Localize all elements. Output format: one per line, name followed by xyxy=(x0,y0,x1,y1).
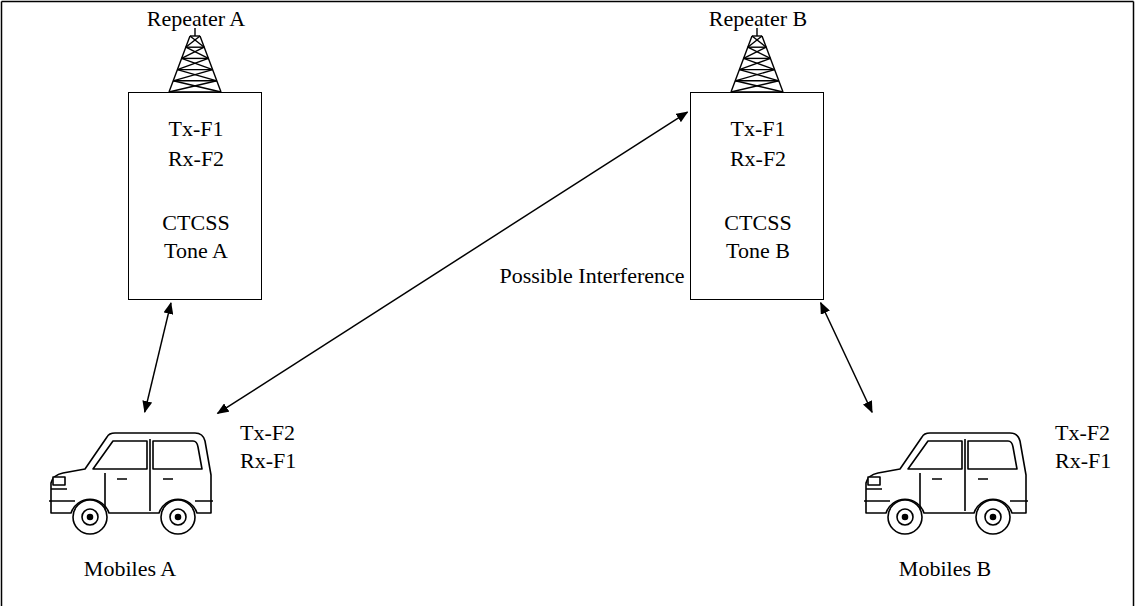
mobile-frequency: Tx-F2 xyxy=(1055,419,1110,447)
repeater-setting: Rx-F2 xyxy=(168,145,224,173)
repeater-setting: Rx-F2 xyxy=(730,145,786,173)
repeater-setting: Tx-F1 xyxy=(169,115,224,143)
mobile-name: Mobiles A xyxy=(84,555,176,583)
repeater-name: Repeater A xyxy=(147,5,245,33)
repeater-name: Repeater B xyxy=(709,5,807,33)
repeater-setting: Tx-F1 xyxy=(731,115,786,143)
mobile-frequency: Rx-F1 xyxy=(240,447,296,475)
repeater-setting: CTCSS Tone A xyxy=(146,209,246,264)
mobile-name: Mobiles B xyxy=(899,555,991,583)
radio-path-arrow xyxy=(218,112,688,413)
mobile-vehicle: Mobiles ATx-F2Rx-F1 xyxy=(45,415,215,545)
repeater-setting: CTCSS Tone B xyxy=(708,209,808,264)
edge-label: Possible Interference xyxy=(496,262,687,290)
radio-path-arrow xyxy=(145,303,171,412)
repeater-box: Repeater ATx-F1Rx-F2CTCSS Tone A xyxy=(128,92,262,300)
radio-path-arrow xyxy=(821,303,872,413)
mobile-frequency: Tx-F2 xyxy=(240,419,295,447)
repeater-box: Repeater BTx-F1Rx-F2CTCSS Tone B xyxy=(690,92,824,300)
car-illustration xyxy=(45,415,215,545)
mobile-frequency: Rx-F1 xyxy=(1055,447,1111,475)
mobile-vehicle: Mobiles BTx-F2Rx-F1 xyxy=(860,415,1030,545)
car-illustration xyxy=(860,415,1030,545)
antenna-tower xyxy=(169,28,783,92)
